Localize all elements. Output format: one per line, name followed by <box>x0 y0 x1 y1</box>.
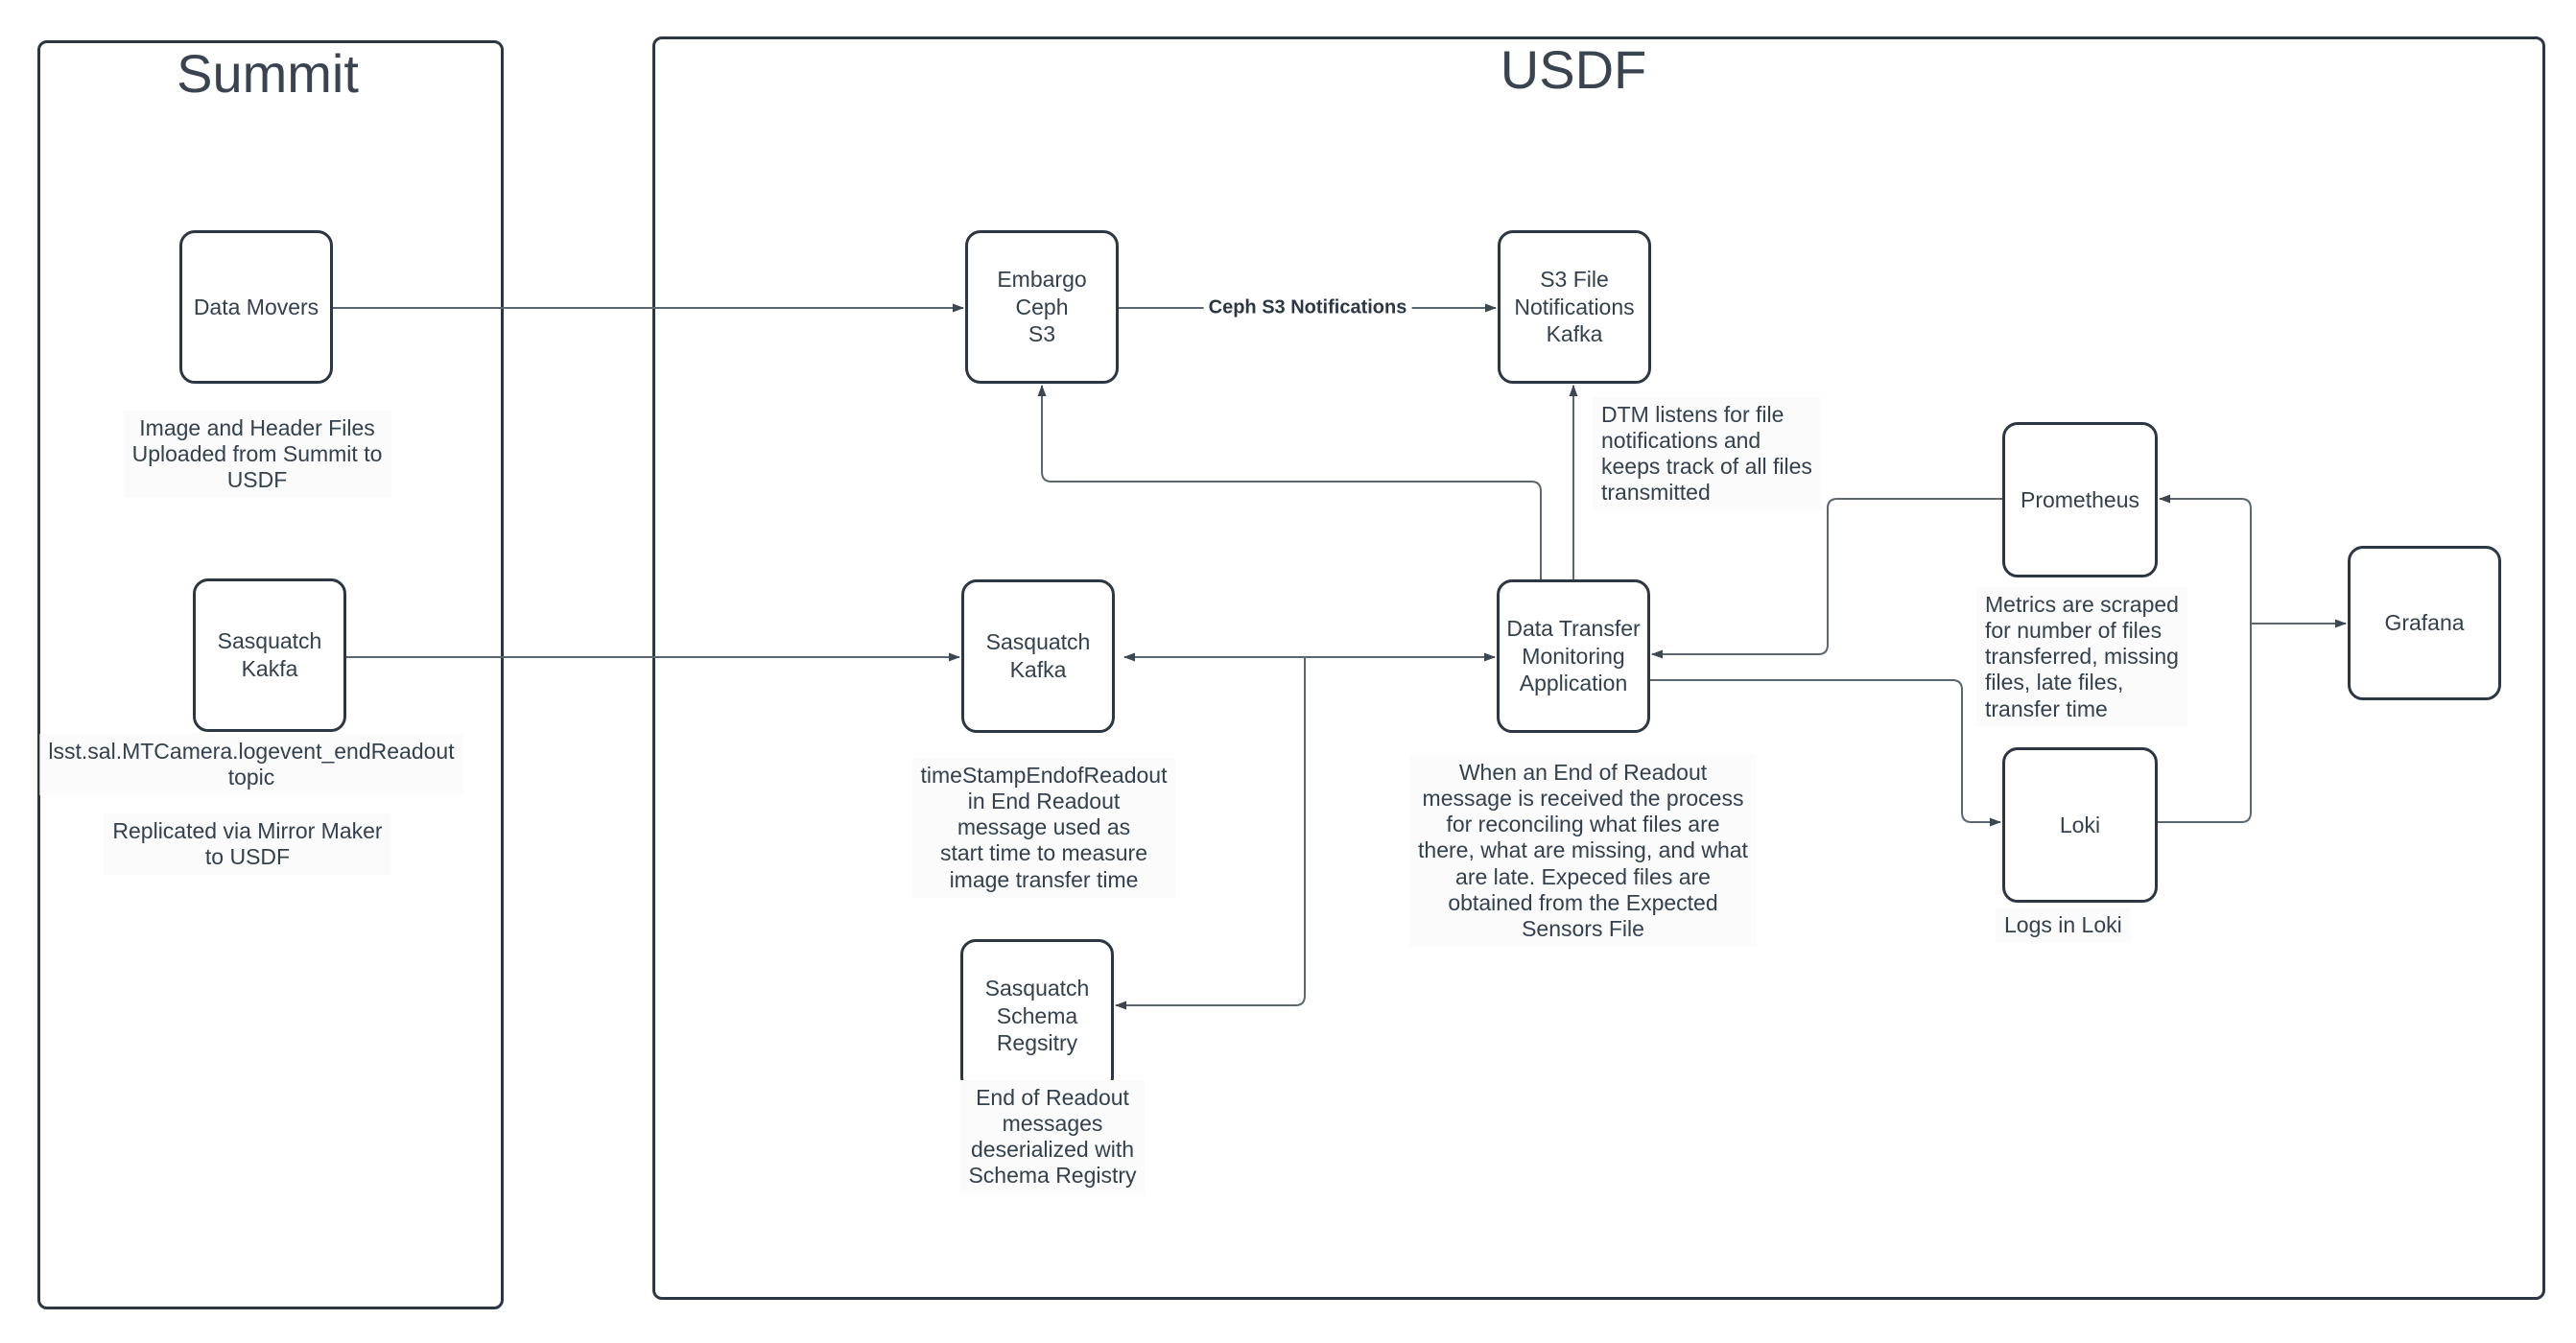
note-reconcile-process: When an End of Readout message is receiv… <box>1409 755 1757 947</box>
node-prometheus: Prometheus <box>2002 422 2158 577</box>
edge-label-ceph-s3-notifications: Ceph S3 Notifications <box>1203 296 1412 319</box>
node-sasquatch-kafka-usdf: Sasquatch Kafka <box>961 579 1115 733</box>
note-endreadout-topic: lsst.sal.MTCamera.logevent_endReadout to… <box>39 734 463 796</box>
node-data-transfer-monitoring-application: Data Transfer Monitoring Application <box>1497 579 1650 733</box>
note-timestamp-endreadout: timeStampEndofReadout in End Readout mes… <box>911 758 1176 898</box>
note-metrics-scraped: Metrics are scraped for number of files … <box>1976 587 2187 727</box>
node-embargo-ceph-s3: Embargo Ceph S3 <box>965 230 1119 384</box>
note-mirror-maker: Replicated via Mirror Maker to USDF <box>104 813 391 876</box>
node-sasquatch-schema-regsitry: Sasquatch Schema Regsitry <box>960 939 1114 1093</box>
summit-container <box>37 40 504 1309</box>
node-grafana: Grafana <box>2348 546 2501 700</box>
usdf-container <box>652 36 2545 1300</box>
node-s3-file-notifications-kafka: S3 File Notifications Kafka <box>1498 230 1651 384</box>
note-logs-in-loki: Logs in Loki <box>1996 907 2131 944</box>
node-loki: Loki <box>2002 747 2158 903</box>
note-image-header-upload: Image and Header Files Uploaded from Sum… <box>123 411 391 499</box>
summit-title: Summit <box>177 43 359 104</box>
node-data-movers: Data Movers <box>179 230 333 384</box>
note-schema-deserialized: End of Readout messages deserialized wit… <box>959 1080 1146 1194</box>
usdf-title: USDF <box>1500 39 1647 100</box>
note-dtm-listens: DTM listens for file notifications and k… <box>1593 397 1821 511</box>
node-sasquatch-kakfa-summit: Sasquatch Kakfa <box>193 578 346 732</box>
